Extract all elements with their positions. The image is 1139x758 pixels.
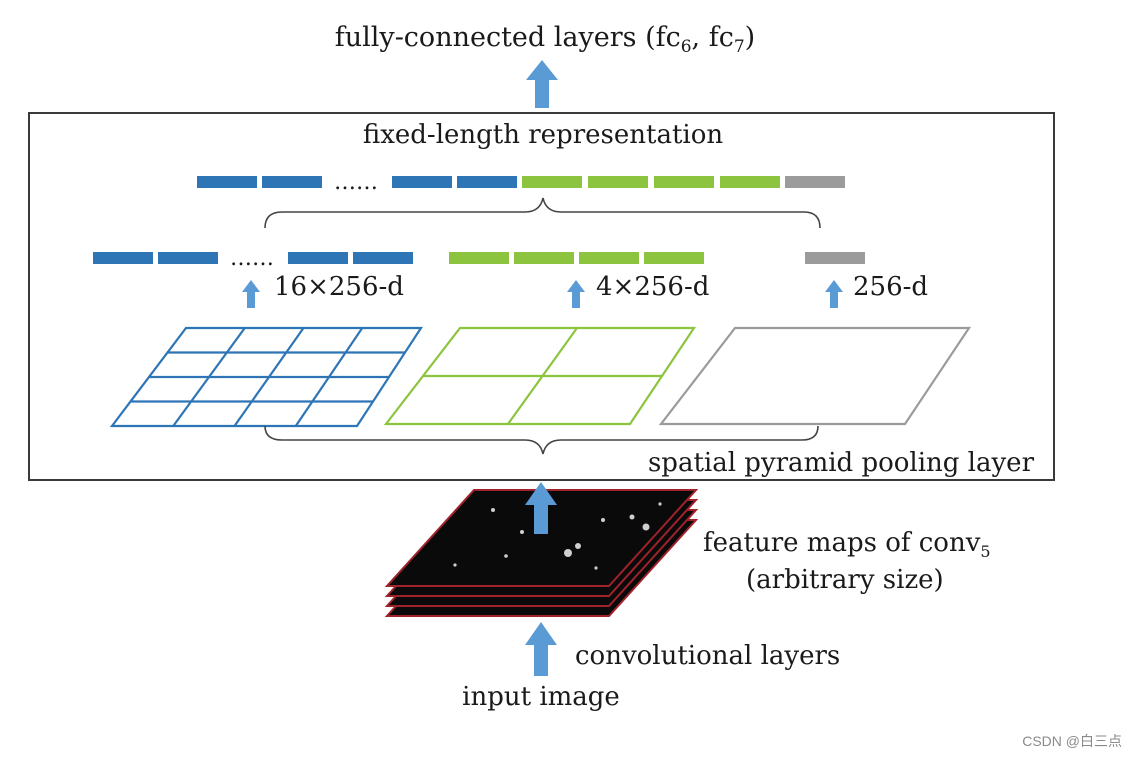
lower-brace [264,425,819,455]
vector-16-bins: …… [93,246,413,271]
input-image-label: input image [462,682,620,712]
up-arrow-icon [567,280,585,308]
bins-4-label: 4×256-d [596,272,709,302]
svg-text:……: …… [334,170,378,195]
feature-maps-stack [384,489,699,617]
upper-brace [264,197,821,229]
feature-maps-label: feature maps of conv5 [703,528,991,561]
grid-2x2 [383,326,697,426]
fixed-length-vector: …… [197,170,845,195]
spp-box [28,112,1055,481]
spp-layer-label: spatial pyramid pooling layer [648,448,1035,478]
watermark: CSDN @白三点 [1022,733,1122,749]
fc-layers-label: fully-connected layers (fc6, fc7) [335,22,755,57]
up-arrow-icon [525,482,557,534]
grid-4x4 [109,326,424,428]
arbitrary-size-label: (arbitrary size) [746,565,944,595]
grid-1x1 [658,326,972,426]
vector-4-bins [449,252,704,264]
bins-1-label: 256-d [853,272,928,302]
conv-layers-label: convolutional layers [575,641,840,671]
up-arrow-icon [242,280,260,308]
svg-text:……: …… [230,246,274,271]
vector-1-bin [805,252,865,264]
bins-16-label: 16×256-d [274,272,404,302]
up-arrow-icon [526,60,558,108]
fixed-length-label: fixed-length representation [363,120,723,150]
up-arrow-icon [525,622,557,676]
up-arrow-icon [825,280,843,308]
